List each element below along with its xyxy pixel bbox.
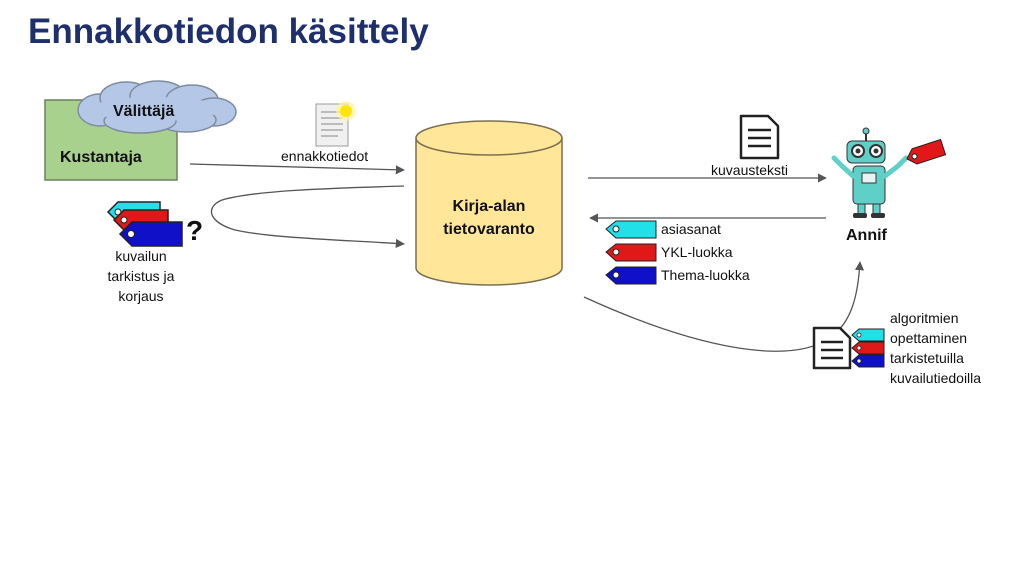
tag-icon	[851, 328, 885, 342]
tag-icon	[605, 243, 657, 262]
tag-label: asiasanat	[661, 221, 721, 237]
review-label-line3: korjaus	[118, 288, 163, 304]
robot-tag-icon	[906, 138, 947, 165]
tag-thema-luokka: Thema-luokka	[605, 266, 750, 285]
arrow-publisher-to-database	[189, 163, 405, 175]
description-text-label: kuvausteksti	[711, 162, 788, 178]
tag-ykl-luokka: YKL-luokka	[605, 243, 733, 262]
database-label-line2: tietovaranto	[443, 221, 535, 238]
database-node: Kirja-alan tietovaranto	[415, 120, 563, 286]
training-label-line4: kuvailutiedoilla	[890, 370, 981, 386]
tag-icon	[118, 221, 183, 247]
tag-icon	[605, 266, 657, 285]
arrow-training	[583, 261, 865, 352]
intermediary-label: Välittäjä	[113, 103, 174, 120]
tag-asiasanat: asiasanat	[605, 220, 721, 239]
training-tags	[851, 328, 885, 368]
advance-info-document	[315, 101, 356, 147]
training-label-line2: opettaminen	[890, 330, 967, 346]
tag-label: YKL-luokka	[661, 244, 733, 260]
slide-title: Ennakkotiedon käsittely	[28, 12, 429, 51]
training-label-line3: tarkistetuilla	[890, 350, 964, 366]
tag-icon	[851, 341, 885, 355]
question-mark: ?	[186, 215, 203, 246]
review-label-line2: tarkistus ja	[108, 268, 175, 284]
tag-label: Thema-luokka	[661, 267, 750, 283]
publisher-label: Kustantaja	[60, 149, 142, 166]
arrow-review-loop	[210, 185, 405, 248]
robot-icon	[831, 127, 909, 218]
review-label-line1: kuvailun	[115, 248, 166, 264]
review-tags	[106, 201, 183, 247]
advance-info-label: ennakkotiedot	[281, 148, 368, 164]
tag-icon	[851, 354, 885, 368]
lightbulb-icon	[336, 101, 356, 121]
training-label-line1: algoritmien	[890, 310, 958, 326]
annif-label: Annif	[846, 227, 888, 244]
tag-icon	[605, 220, 657, 239]
intermediary-cloud: Välittäjä	[77, 80, 237, 134]
training-document-icon	[812, 326, 852, 370]
description-document-icon	[739, 114, 780, 160]
database-label-line1: Kirja-alan	[453, 198, 526, 215]
arrows	[189, 163, 865, 352]
database-icon	[415, 120, 563, 286]
